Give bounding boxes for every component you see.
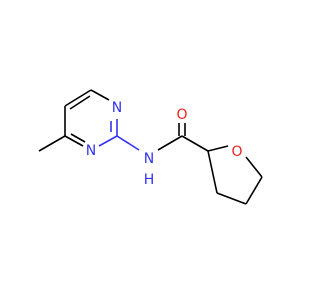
bonds [38,89,263,205]
atom-o-carbonyl: O [176,107,187,123]
bond-c4-n3 [64,135,84,147]
molecule-diagram: N N N H O O [38,89,263,205]
bond-thf-c4-c3 [216,192,247,205]
bond-c6-c5 [64,89,92,107]
atom-labels: N N N H O O [86,100,243,188]
bond-nh-carbonyl [157,135,183,151]
bond-c2-nh [116,135,140,151]
bond-thf-o-c5 [245,156,263,178]
bond-c4-methyl [38,135,66,152]
bond-thf-c3-c2 [207,150,218,194]
bond-n1-c6 [90,89,110,101]
atom-nh-h: H [144,172,155,188]
bond-c4-n3-inner [70,133,86,143]
atom-o-ring: O [231,144,242,160]
bond-c6-c5-inner [69,95,91,110]
atom-n-top: N [112,100,122,116]
bond-thf-c2-o [207,145,229,152]
atom-nh-n: N [144,151,154,167]
bond-carbonyl-thf [181,135,209,152]
atom-n-bottom: N [86,143,96,159]
bond-n3-c2 [98,135,118,147]
bond-thf-c5-c4 [245,176,263,205]
